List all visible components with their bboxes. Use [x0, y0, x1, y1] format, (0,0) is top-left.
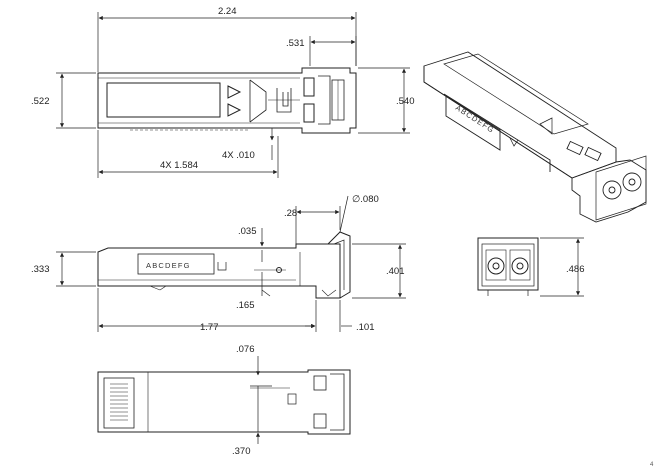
dim-pad-height: .076 — [236, 344, 255, 355]
front-view — [477, 237, 539, 296]
dim-total-height: .401 — [386, 266, 405, 277]
bottom-view-connector — [103, 377, 135, 429]
dim-hole-count: 4X .010 — [222, 150, 255, 161]
front-view-dimensions — [540, 237, 584, 297]
side-label-text: ABCDEFG — [146, 261, 191, 270]
front-view-outline — [477, 237, 539, 291]
dim-latch-width: .101 — [356, 322, 375, 333]
dim-overall-length: 2.24 — [218, 6, 237, 17]
top-view-label-area — [106, 82, 221, 118]
front-port-left — [487, 257, 505, 275]
bottom-view-dimensions — [250, 356, 272, 444]
top-view-outline — [97, 67, 357, 134]
dim-body-height: .333 — [31, 264, 50, 275]
dim-front-height: .486 — [566, 264, 585, 275]
page-number: 4 — [650, 462, 654, 468]
dim-width: .522 — [31, 96, 50, 107]
iso-label-text: ABCDEFG — [454, 103, 496, 135]
side-view-dimensions — [56, 195, 406, 332]
bottom-view — [97, 369, 351, 435]
dim-nose-length: .531 — [286, 38, 305, 49]
dim-latch-offset: .28 — [284, 208, 297, 219]
dim-hole-spacing: 4X 1.584 — [160, 160, 198, 171]
dim-pad-offset: .370 — [232, 446, 251, 457]
dim-label-offset: .165 — [236, 300, 255, 311]
side-view-outline — [97, 243, 341, 299]
dim-length-to-latch: 1.77 — [200, 322, 219, 333]
dim-pull-dia: ∅.080 — [352, 194, 379, 205]
isometric-view — [423, 51, 647, 223]
side-view-label-area — [137, 253, 215, 275]
top-view-dimensions — [56, 12, 410, 178]
iso-label-area — [445, 95, 501, 151]
bottom-view-outline — [97, 369, 351, 435]
side-view — [97, 231, 351, 299]
dim-latch-height: .035 — [238, 226, 257, 237]
dim-overall-width: .540 — [396, 96, 415, 107]
top-view — [97, 67, 357, 134]
front-port-right — [511, 257, 529, 275]
